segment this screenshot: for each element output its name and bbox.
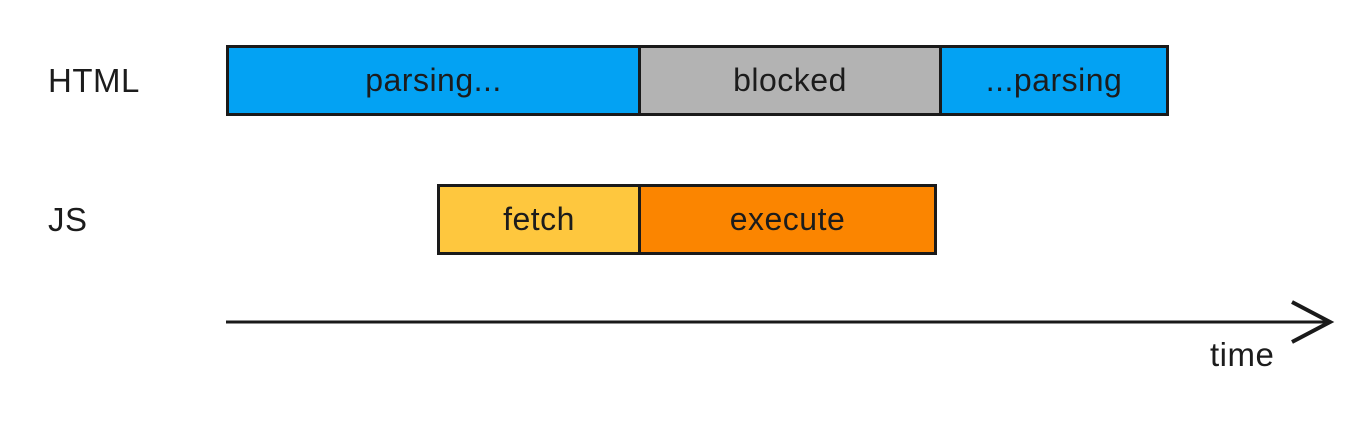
time-axis-label: time xyxy=(1210,336,1275,373)
html-timeline-bar: parsing... blocked ...parsing xyxy=(226,45,1169,116)
segment-execute: execute xyxy=(638,187,934,252)
segment-parsing-resume: ...parsing xyxy=(939,48,1166,113)
js-timeline-bar: fetch execute xyxy=(437,184,937,255)
segment-fetch-label: fetch xyxy=(503,201,575,237)
arrowhead-icon xyxy=(1291,300,1335,344)
segment-blocked: blocked xyxy=(638,48,939,113)
segment-blocked-label: blocked xyxy=(733,62,847,98)
row-label-js: JS xyxy=(48,200,88,238)
segment-parsing-start-label: parsing... xyxy=(365,62,502,98)
segment-fetch: fetch xyxy=(440,187,638,252)
segment-execute-label: execute xyxy=(729,201,846,237)
segment-parsing-start: parsing... xyxy=(229,48,638,113)
row-label-html: HTML xyxy=(48,61,140,99)
time-axis-arrow xyxy=(226,300,1335,344)
segment-parsing-resume-label: ...parsing xyxy=(985,62,1123,98)
